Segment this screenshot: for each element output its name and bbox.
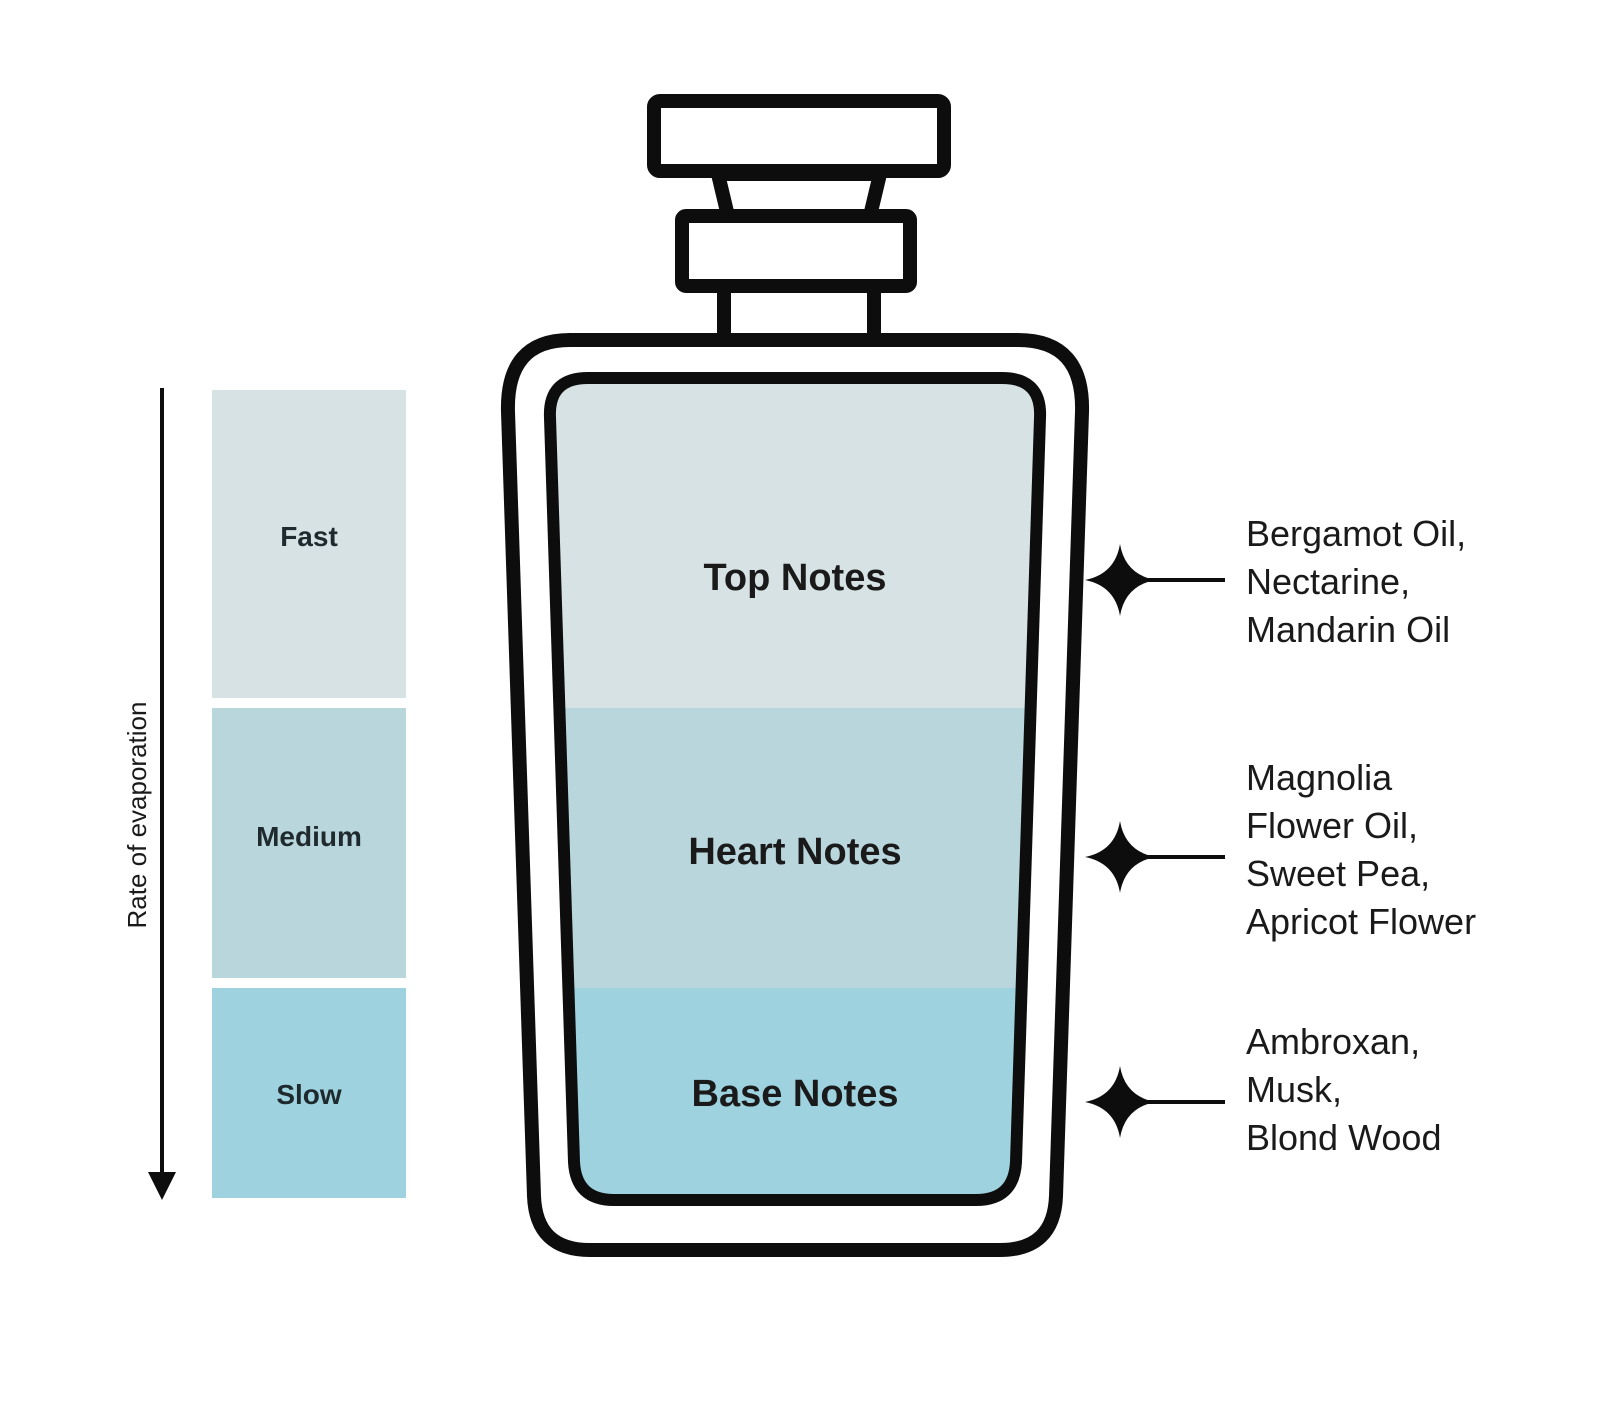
rate-column: Fast Medium Slow xyxy=(212,390,406,1198)
note-label-base: Base Notes xyxy=(692,1073,899,1115)
bottle-cap xyxy=(647,94,951,178)
ingredient-line: Ambroxan, xyxy=(1246,1021,1420,1062)
ingredients-top: Bergamot Oil, Nectarine, Mandarin Oil xyxy=(1246,513,1476,650)
evaporation-axis: Rate of evaporation xyxy=(122,388,176,1200)
ingredient-line: Magnolia xyxy=(1246,757,1393,798)
ingredient-line: Blond Wood xyxy=(1246,1117,1441,1158)
ingredient-lists: Bergamot Oil, Nectarine, Mandarin Oil Ma… xyxy=(1246,513,1476,1158)
bottle-inner-outline xyxy=(543,372,1047,1206)
rate-block-fast xyxy=(212,390,406,698)
rate-block-medium xyxy=(212,708,406,978)
four-point-star-icon xyxy=(1085,821,1155,893)
liquid-layer-top xyxy=(549,378,1041,708)
four-point-star-icon xyxy=(1085,544,1155,616)
rate-label-medium: Medium xyxy=(256,821,362,852)
perfume-bottle: Top Notes Heart Notes Base Notes xyxy=(500,94,1090,1257)
liquid-layer-heart xyxy=(549,708,1041,988)
ingredient-line: Apricot Flower xyxy=(1246,901,1476,942)
rate-block-slow xyxy=(212,988,406,1198)
bottle-collar xyxy=(675,209,917,293)
note-pointers xyxy=(1085,544,1225,1138)
rate-label-fast: Fast xyxy=(280,521,338,552)
note-label-top: Top Notes xyxy=(704,557,887,599)
ingredients-base: Ambroxan, Musk, Blond Wood xyxy=(1246,1021,1441,1158)
axis-label: Rate of evaporation xyxy=(122,702,152,929)
four-point-star-icon xyxy=(1085,1066,1155,1138)
rate-label-slow: Slow xyxy=(276,1079,342,1110)
bottle-neck xyxy=(717,279,881,349)
note-label-heart: Heart Notes xyxy=(688,831,901,873)
ingredient-line: Mandarin Oil xyxy=(1246,609,1450,650)
liquid-layer-base xyxy=(549,988,1041,1200)
pointer-top xyxy=(1085,544,1225,616)
ingredient-line: Flower Oil, xyxy=(1246,805,1418,846)
ingredients-heart: Magnolia Flower Oil, Sweet Pea, Apricot … xyxy=(1246,757,1476,942)
ingredient-line: Sweet Pea, xyxy=(1246,853,1430,894)
pointer-base xyxy=(1085,1066,1225,1138)
ingredient-line: Bergamot Oil, xyxy=(1246,513,1466,554)
pointer-heart xyxy=(1085,821,1225,893)
axis-arrow-head-icon xyxy=(148,1172,176,1200)
bottle-liquid xyxy=(549,378,1041,1200)
ingredient-line: Nectarine, xyxy=(1246,561,1410,602)
ingredient-line: Musk, xyxy=(1246,1069,1342,1110)
